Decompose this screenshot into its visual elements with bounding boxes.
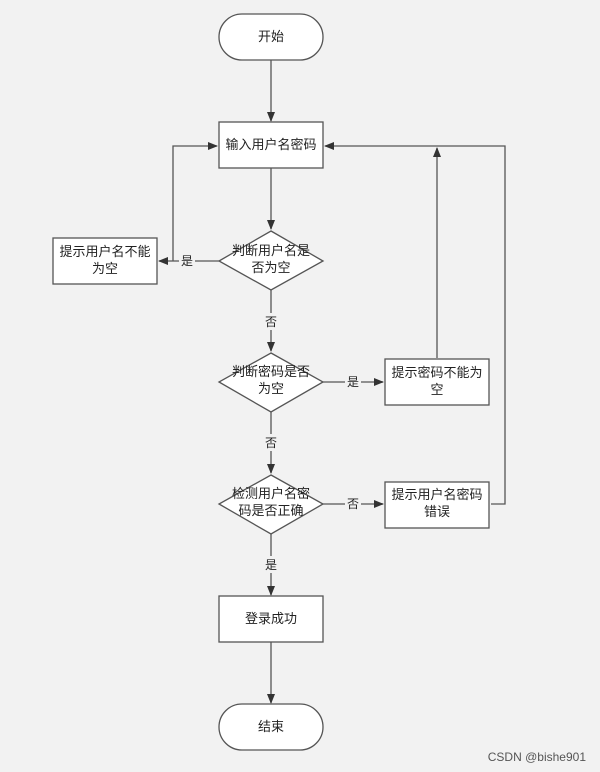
check-user-empty-label-2: 否为空 xyxy=(251,261,290,276)
prompt-error-label-2: 错误 xyxy=(424,505,450,520)
check-user-empty-label-1: 判断用户名是 xyxy=(232,243,310,259)
prompt-user-empty-label-2: 为空 xyxy=(92,262,118,277)
input-label: 输入用户名密码 xyxy=(225,137,316,153)
check-user-empty-decision xyxy=(217,230,325,291)
start-label: 开始 xyxy=(258,30,284,45)
edge-label-pwd-empty-yes: 是 xyxy=(347,375,359,389)
prompt-pwd-empty-label-1: 提示密码不能为 xyxy=(391,365,482,381)
prompt-user-empty-label-1: 提示用户名不能 xyxy=(59,244,150,260)
edge-label-pwd-empty-no: 否 xyxy=(265,436,277,450)
watermark: CSDN @bishe901 xyxy=(487,750,586,764)
edge-label-user-empty-no: 否 xyxy=(265,315,277,329)
prompt-error-box xyxy=(384,481,490,529)
prompt-user-empty-box xyxy=(52,237,158,285)
prompt-pwd-empty-box xyxy=(384,358,490,406)
end-node xyxy=(218,703,324,751)
verify-label-1: 检测用户名密 xyxy=(232,486,310,502)
prompt-error-label-1: 提示用户名密码 xyxy=(391,487,482,503)
verify-decision xyxy=(217,474,325,535)
edge-error-loop xyxy=(324,142,506,505)
input-box xyxy=(218,121,324,169)
start-node xyxy=(218,13,324,61)
check-pwd-empty-label-2: 为空 xyxy=(258,382,284,397)
edge-label-user-empty-yes: 是 xyxy=(181,254,193,268)
login-success-box xyxy=(218,595,324,643)
check-pwd-empty-decision xyxy=(217,352,325,413)
prompt-pwd-empty-label-2: 空 xyxy=(430,383,443,398)
edge-label-verify-no: 否 xyxy=(347,497,359,511)
login-success-label: 登录成功 xyxy=(245,612,297,627)
edge-user-empty-loop xyxy=(172,142,218,261)
check-pwd-empty-label-1: 判断密码是否 xyxy=(232,364,310,380)
end-label: 结束 xyxy=(258,720,284,735)
edge-label-verify-yes: 是 xyxy=(265,558,277,572)
verify-label-2: 码是否正确 xyxy=(238,504,303,519)
